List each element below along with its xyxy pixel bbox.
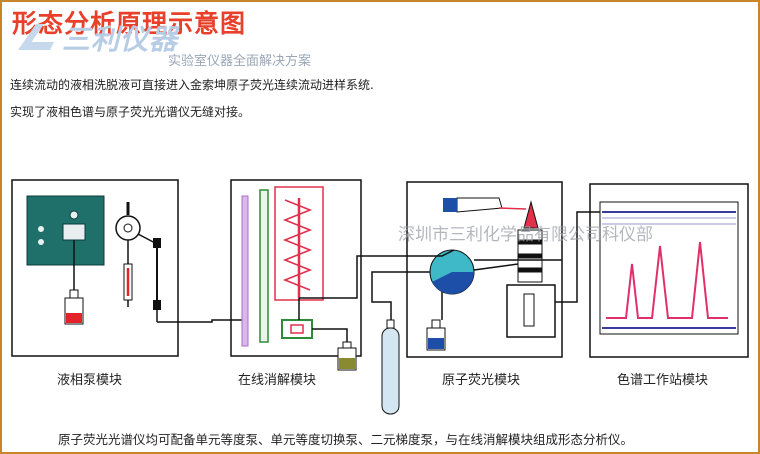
brand-logo-icon	[18, 24, 54, 50]
eluent-bottle-neck	[69, 289, 79, 299]
gas-cylinder-valve	[386, 319, 395, 329]
pump-indicator-top-icon	[69, 210, 79, 220]
detector-window	[523, 293, 535, 327]
digestion-to-afs-pipe	[299, 255, 427, 299]
brand-logo-text: 三利仪器	[62, 23, 179, 56]
reagent-bottle-liquid	[428, 338, 444, 349]
intro-line-2: 实现了液相色谱与原子荧光光谱仪无缝对接。	[10, 105, 251, 119]
pump-display-screen	[62, 223, 86, 241]
waste-bottle-neck	[342, 341, 352, 349]
gas-cylinder	[381, 327, 400, 415]
gas-inlet-fitting	[443, 198, 457, 212]
digestion-module-label: 在线消解模块	[238, 373, 317, 388]
pump-module-label: 液相泵模块	[57, 373, 123, 388]
afs-mixing-valve-sector	[432, 272, 474, 295]
watermark: 深圳市三利化学品有限公司科仪部	[398, 225, 653, 245]
gas-cylinder-pipe	[371, 271, 430, 320]
atomizer-flame-icon	[523, 200, 539, 229]
afs-module-label: 原子荧光模块	[442, 373, 521, 388]
chromatography-module-label: 色谱工作站模块	[617, 373, 709, 388]
reagent-bottle-neck	[431, 319, 441, 329]
afs-to-chrom-pipe	[555, 211, 602, 303]
footer-note: 原子荧光光谱仪均可配备单元等度泵、单元等度切换泵、二元梯度泵，与在线消解模块组成…	[58, 432, 634, 447]
purple-tube	[241, 195, 249, 347]
pump-indicator-left-top-icon	[38, 226, 44, 232]
gas-line-to-atomizer	[498, 207, 527, 210]
afs-top-pipe	[427, 249, 455, 257]
intro-line-1: 连续流动的液相洗脱液可直接进入金索坤原子荧光连续流动进样系统.	[10, 78, 374, 92]
brand-logo: 三利仪器	[10, 20, 210, 56]
column-bottom-fitting	[153, 300, 161, 310]
afs-valve-to-atomizer-pipe	[473, 263, 519, 271]
digestion-junction-core	[290, 324, 304, 334]
waste-bottle-liquid	[339, 358, 355, 369]
pump-indicator-left-bottom-icon	[38, 239, 44, 245]
chromatogram-peaks	[606, 241, 728, 319]
brand-slogan: 实验室仪器全面解决方案	[168, 54, 312, 69]
heater-coil	[282, 199, 313, 291]
green-tube	[259, 189, 269, 343]
pump-to-digestion-pipe	[157, 319, 247, 323]
injection-valve-core-icon	[123, 223, 133, 233]
column-top-fitting	[153, 238, 161, 248]
digestion-side-pipe	[312, 328, 348, 342]
page-title: 形态分析原理示意图	[12, 9, 247, 38]
eluent-bottle-liquid	[66, 313, 82, 323]
